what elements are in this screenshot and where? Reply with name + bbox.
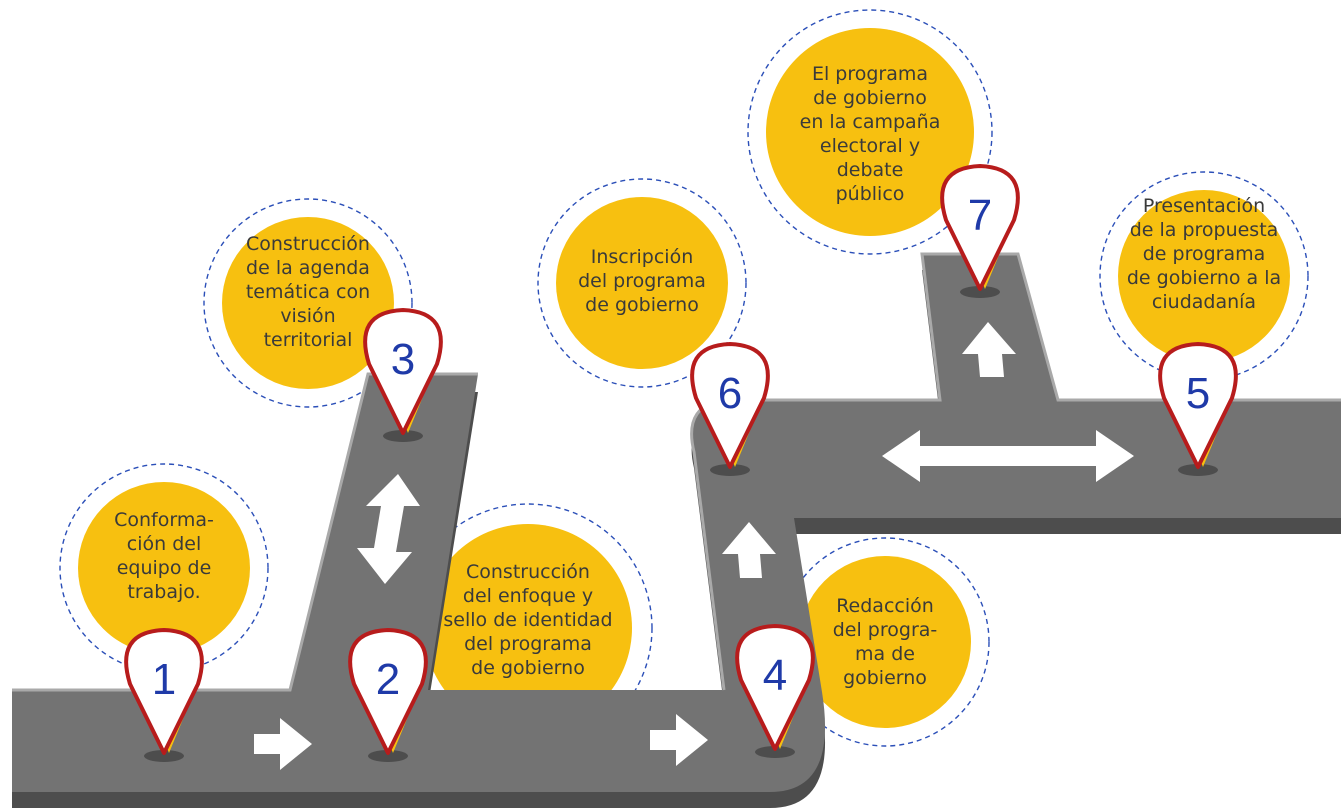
step-6-number: 6 xyxy=(718,369,742,418)
step-6-label: Inscripción del programa de gobierno xyxy=(578,246,706,316)
map-pin-icon: 1 xyxy=(124,628,204,762)
map-pin-icon: 5 xyxy=(1158,342,1238,476)
bubble-step-6 xyxy=(537,178,747,388)
arrow-up-icon xyxy=(962,322,1016,377)
map-pin-icon: 6 xyxy=(690,342,770,476)
step-3-label: Construcción de la agenda temática con v… xyxy=(245,233,371,351)
step-7-number: 7 xyxy=(968,191,992,240)
double-arrow-vertical-icon xyxy=(357,474,420,584)
arrow-right-icon xyxy=(254,718,312,770)
step-3-number: 3 xyxy=(391,335,415,384)
map-pin-icon: 7 xyxy=(940,164,1020,298)
arrow-up-icon xyxy=(722,522,776,578)
map-pin-icon: 4 xyxy=(735,624,815,758)
map-pin-icon: 2 xyxy=(348,628,428,762)
bubble-step-3 xyxy=(203,198,413,408)
step-7-label: El programa de gobierno en la campaña el… xyxy=(799,63,941,205)
double-arrow-horizontal-icon xyxy=(882,430,1134,482)
step-5-number: 5 xyxy=(1186,369,1210,418)
bubble-step-7 xyxy=(747,9,993,255)
step-4-number: 4 xyxy=(763,651,787,700)
step-2-label: Construcción del enfoque y sello de iden… xyxy=(443,561,613,679)
step-1-label: Conforma- ción del equipo de trabajo. xyxy=(114,509,214,603)
step-5-label: Presentación de la propuesta de programa… xyxy=(1126,195,1282,313)
step-4-label: Redacción del progra- ma de gobierno xyxy=(832,595,938,689)
step-1-number: 1 xyxy=(152,655,176,704)
arrow-right-icon xyxy=(650,714,708,766)
step-2-number: 2 xyxy=(376,655,400,704)
map-pin-icon: 3 xyxy=(363,308,443,442)
